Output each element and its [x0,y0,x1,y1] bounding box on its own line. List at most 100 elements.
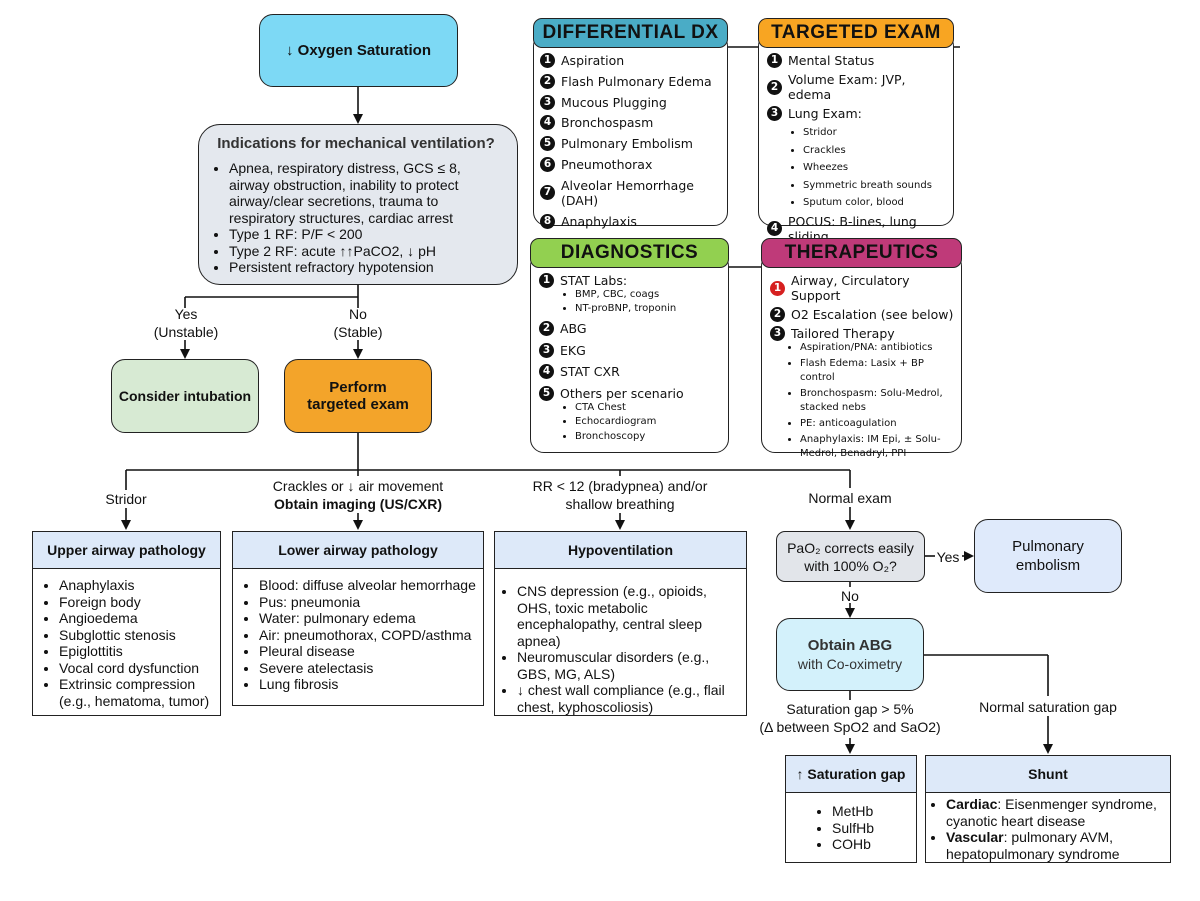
list-item: Crackles [803,142,947,160]
upper-airway-title: Upper airway pathology [47,542,206,558]
bradypnea-line1: RR < 12 (bradypnea) and/or [532,478,708,494]
upper-airway-body: Anaphylaxis Foreign body Angioedema Subg… [32,569,221,716]
pao2-line1: PaO₂ corrects easily [787,539,914,556]
pao2-decision-node: PaO₂ corrects easily with 100% O₂? [776,531,925,582]
shunt-title: Shunt [1028,766,1068,782]
pao2-no-label: No [841,588,859,604]
list-item: Vascular: pulmonary AVM, hepatopulmonary… [946,829,1166,862]
shunt-vascular-text: : pulmonary AVM, hepatopulmonary syndrom… [946,829,1120,862]
gap-line2: (Δ between SpO2 and SaO2) [759,719,941,735]
list-item: Neuromuscular disorders (e.g., GBS, MG, … [517,649,742,682]
list-item: Vocal cord dysfunction [59,660,214,677]
shunt-vascular-label: Vascular [946,829,1004,845]
tailored-therapy-sublist: Aspiration/PNA: antibiotics Flash Edema:… [770,341,955,461]
oxygen-saturation-node: ↓ Oxygen Saturation [259,14,458,87]
lower-airway-title: Lower airway pathology [278,542,438,558]
crackles-branch-label: Crackles or ↓ air movement Obtain imagin… [252,477,464,513]
consider-intubation-node: Consider intubation [111,359,259,433]
targeted-exam-title-text: TARGETED EXAM [771,22,941,43]
diagnostics-item-label: ABG [560,321,587,336]
diagnostics-item-label: EKG [560,342,586,358]
diagnostics-item-label: Others per scenario [560,385,684,401]
list-item: Extrinsic compression (e.g., hematoma, t… [59,676,214,709]
diagnostics-title: DIAGNOSTICS [530,238,729,268]
list-item: Severe atelectasis [259,660,477,677]
pao2-yes-label: Yes [936,549,960,565]
list-item: Cardiac: Eisenmenger syndrome, cyanotic … [946,796,1166,829]
list-item: Water: pulmonary edema [259,610,477,627]
pulmonary-embolism-node: Pulmonary embolism [974,519,1122,593]
crackles-line1: Crackles or ↓ air movement [272,478,444,494]
list-item: Echocardiogram [575,415,722,430]
exam-item-label: Mental Status [788,53,875,68]
list-item: Bronchospasm: Solu-Medrol, stacked nebs [800,387,955,415]
list-item: Stridor [803,124,947,142]
diagnostics-item-label: STAT Labs: [560,273,628,288]
list-item: Anaphylaxis [59,577,214,594]
branch-no-line1: No [349,306,367,322]
ddx-item-label: Anaphylaxis [561,213,637,229]
list-item: CNS depression (e.g., opioids, OHS, toxi… [517,583,742,649]
list-item: Epiglottitis [59,643,214,660]
indications-list: Apnea, respiratory distress, GCS ≤ 8, ai… [209,160,503,276]
lower-airway-list: Blood: diffuse alveolar hemorrhage Pus: … [239,577,477,693]
hypoventilation-header: Hypoventilation [494,531,747,569]
lower-airway-body: Blood: diffuse alveolar hemorrhage Pus: … [232,569,484,706]
shunt-header: Shunt [925,755,1171,793]
saturation-gap-label: Saturation gap > 5% (Δ between SpO2 and … [755,700,945,736]
list-item: CTA Chest [575,401,722,416]
list-item: COHb [832,836,910,853]
ddx-item-label: Aspiration [561,53,625,68]
obtain-abg-node: Obtain ABG with Co-oximetry [776,618,924,691]
list-item: Subglottic stenosis [59,627,214,644]
therapeutics-item-label: Airway, Circulatory Support [791,273,910,303]
saturation-gap-header: ↑ Saturation gap [785,755,917,793]
targeted-exam-line2: targeted exam [307,396,409,413]
ddx-item-label: Flash Pulmonary Edema [561,73,712,89]
consider-intubation-label: Consider intubation [118,388,252,404]
list-item: Lung fibrosis [259,676,477,693]
pao2-line2: with 100% O₂? [804,557,897,574]
gap-line1: Saturation gap > 5% [786,701,914,717]
list-item: Sputum color, blood [803,194,947,212]
targeted-exam-line1: Perform [329,379,387,396]
shunt-cardiac-text: : Eisenmenger syndrome, cyanotic heart d… [946,796,1157,829]
ddx-item-label: Pneumothorax [561,156,653,172]
diagnostics-title-text: DIAGNOSTICS [560,242,699,263]
upper-airway-list: Anaphylaxis Foreign body Angioedema Subg… [39,577,214,709]
bradypnea-branch-label: RR < 12 (bradypnea) and/or shallow breat… [520,477,720,513]
list-item: SulfHb [832,820,910,837]
lung-exam-sublist: Stridor Crackles Wheezes Symmetric breat… [767,124,947,212]
bradypnea-line2: shallow breathing [565,496,675,512]
normal-saturation-gap-label: Normal saturation gap [979,699,1117,715]
list-item: Foreign body [59,594,214,611]
oxygen-saturation-label: ↓ Oxygen Saturation [285,42,432,59]
differential-dx-title: DIFFERENTIAL DX [533,18,728,48]
list-item: NT-proBNP, troponin [575,302,722,316]
indication-item: Apnea, respiratory distress, GCS ≤ 8, ai… [229,160,503,226]
shunt-list: Cardiac: Eisenmenger syndrome, cyanotic … [930,796,1166,862]
therapeutics-title-text: THERAPEUTICS [784,242,939,263]
therapeutics-item-label: Tailored Therapy [791,326,895,341]
indication-item: Type 2 RF: acute ↑↑PaCO2, ↓ pH [229,243,503,260]
ddx-item-label: Bronchospasm [561,115,654,131]
list-item: Anaphylaxis: IM Epi, ± Solu-Medrol, Bena… [800,433,955,461]
list-item: Angioedema [59,610,214,627]
